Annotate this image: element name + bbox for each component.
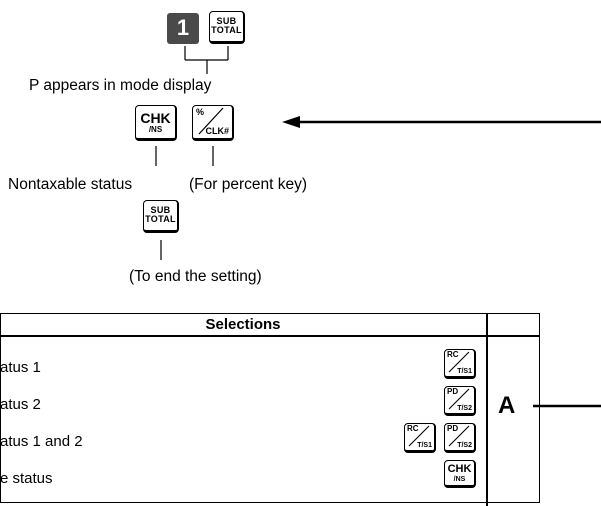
pd-key-top: PD	[447, 424, 459, 433]
percent-clk-key: % CLK#	[192, 105, 234, 141]
subtotal-key-line2: TOTAL	[211, 25, 242, 35]
subtotal-key: SUB TOTAL	[209, 11, 245, 44]
subtotal-end-line2: TOTAL	[145, 214, 176, 224]
table-row-label: e status	[0, 470, 53, 487]
marker-a: A	[498, 392, 516, 419]
key-slash-icon	[448, 425, 470, 447]
chk-key-line1: CHK	[447, 463, 472, 475]
chk-key-line1: CHK	[140, 110, 171, 126]
chk-ns-key: CHK /NS	[135, 105, 177, 141]
nontaxable-status-label: Nontaxable status	[8, 176, 133, 193]
marker-connector-line	[533, 404, 601, 408]
percent-key-bottom: CLK#	[205, 126, 229, 136]
table-row-label: atus 1 and 2	[0, 433, 83, 450]
chk-key-line2: /NS	[148, 125, 163, 134]
selections-header: Selections	[205, 316, 281, 333]
pd-ts2-key: PD T/S2	[444, 386, 476, 416]
table-header-divider	[0, 335, 540, 337]
rc-ts1-key: RC T/S1	[404, 423, 436, 453]
chk-key-line2: /NS	[453, 476, 466, 483]
bracket-lines	[155, 46, 601, 260]
rc-key-bottom: T/S1	[417, 442, 432, 449]
table-col-divider	[486, 336, 488, 506]
percent-key-top: %	[196, 107, 205, 117]
table-header-col-divider	[486, 313, 488, 335]
key-slash-icon	[408, 425, 430, 447]
table-row-label: atus 2	[0, 396, 41, 413]
rc-key-bottom: T/S1	[457, 368, 472, 375]
table-row-label: atus 1	[0, 359, 41, 376]
chk-ns-key: CHK /NS	[444, 460, 476, 488]
pd-key-top: PD	[447, 387, 459, 396]
rc-key-top: RC	[407, 424, 419, 433]
rc-key-top: RC	[447, 350, 459, 359]
pd-ts2-key: PD T/S2	[444, 423, 476, 453]
pd-key-bottom: T/S2	[457, 405, 472, 412]
end-setting-label: (To end the setting)	[129, 268, 262, 285]
mode-display-note: P appears in mode display	[29, 77, 212, 94]
subtotal-key-end: SUB TOTAL	[143, 200, 179, 233]
subtotal-end-line1: SUB	[150, 205, 171, 215]
pd-key-bottom: T/S2	[457, 442, 472, 449]
subtotal-key-line1: SUB	[216, 16, 237, 26]
key-slash-icon	[448, 388, 470, 410]
percent-key-label: (For percent key)	[189, 176, 308, 193]
key-slash-icon	[198, 107, 224, 135]
key-slash-icon	[448, 351, 470, 373]
rc-ts1-key: RC T/S1	[444, 349, 476, 379]
number-key-1: 1	[167, 13, 199, 44]
